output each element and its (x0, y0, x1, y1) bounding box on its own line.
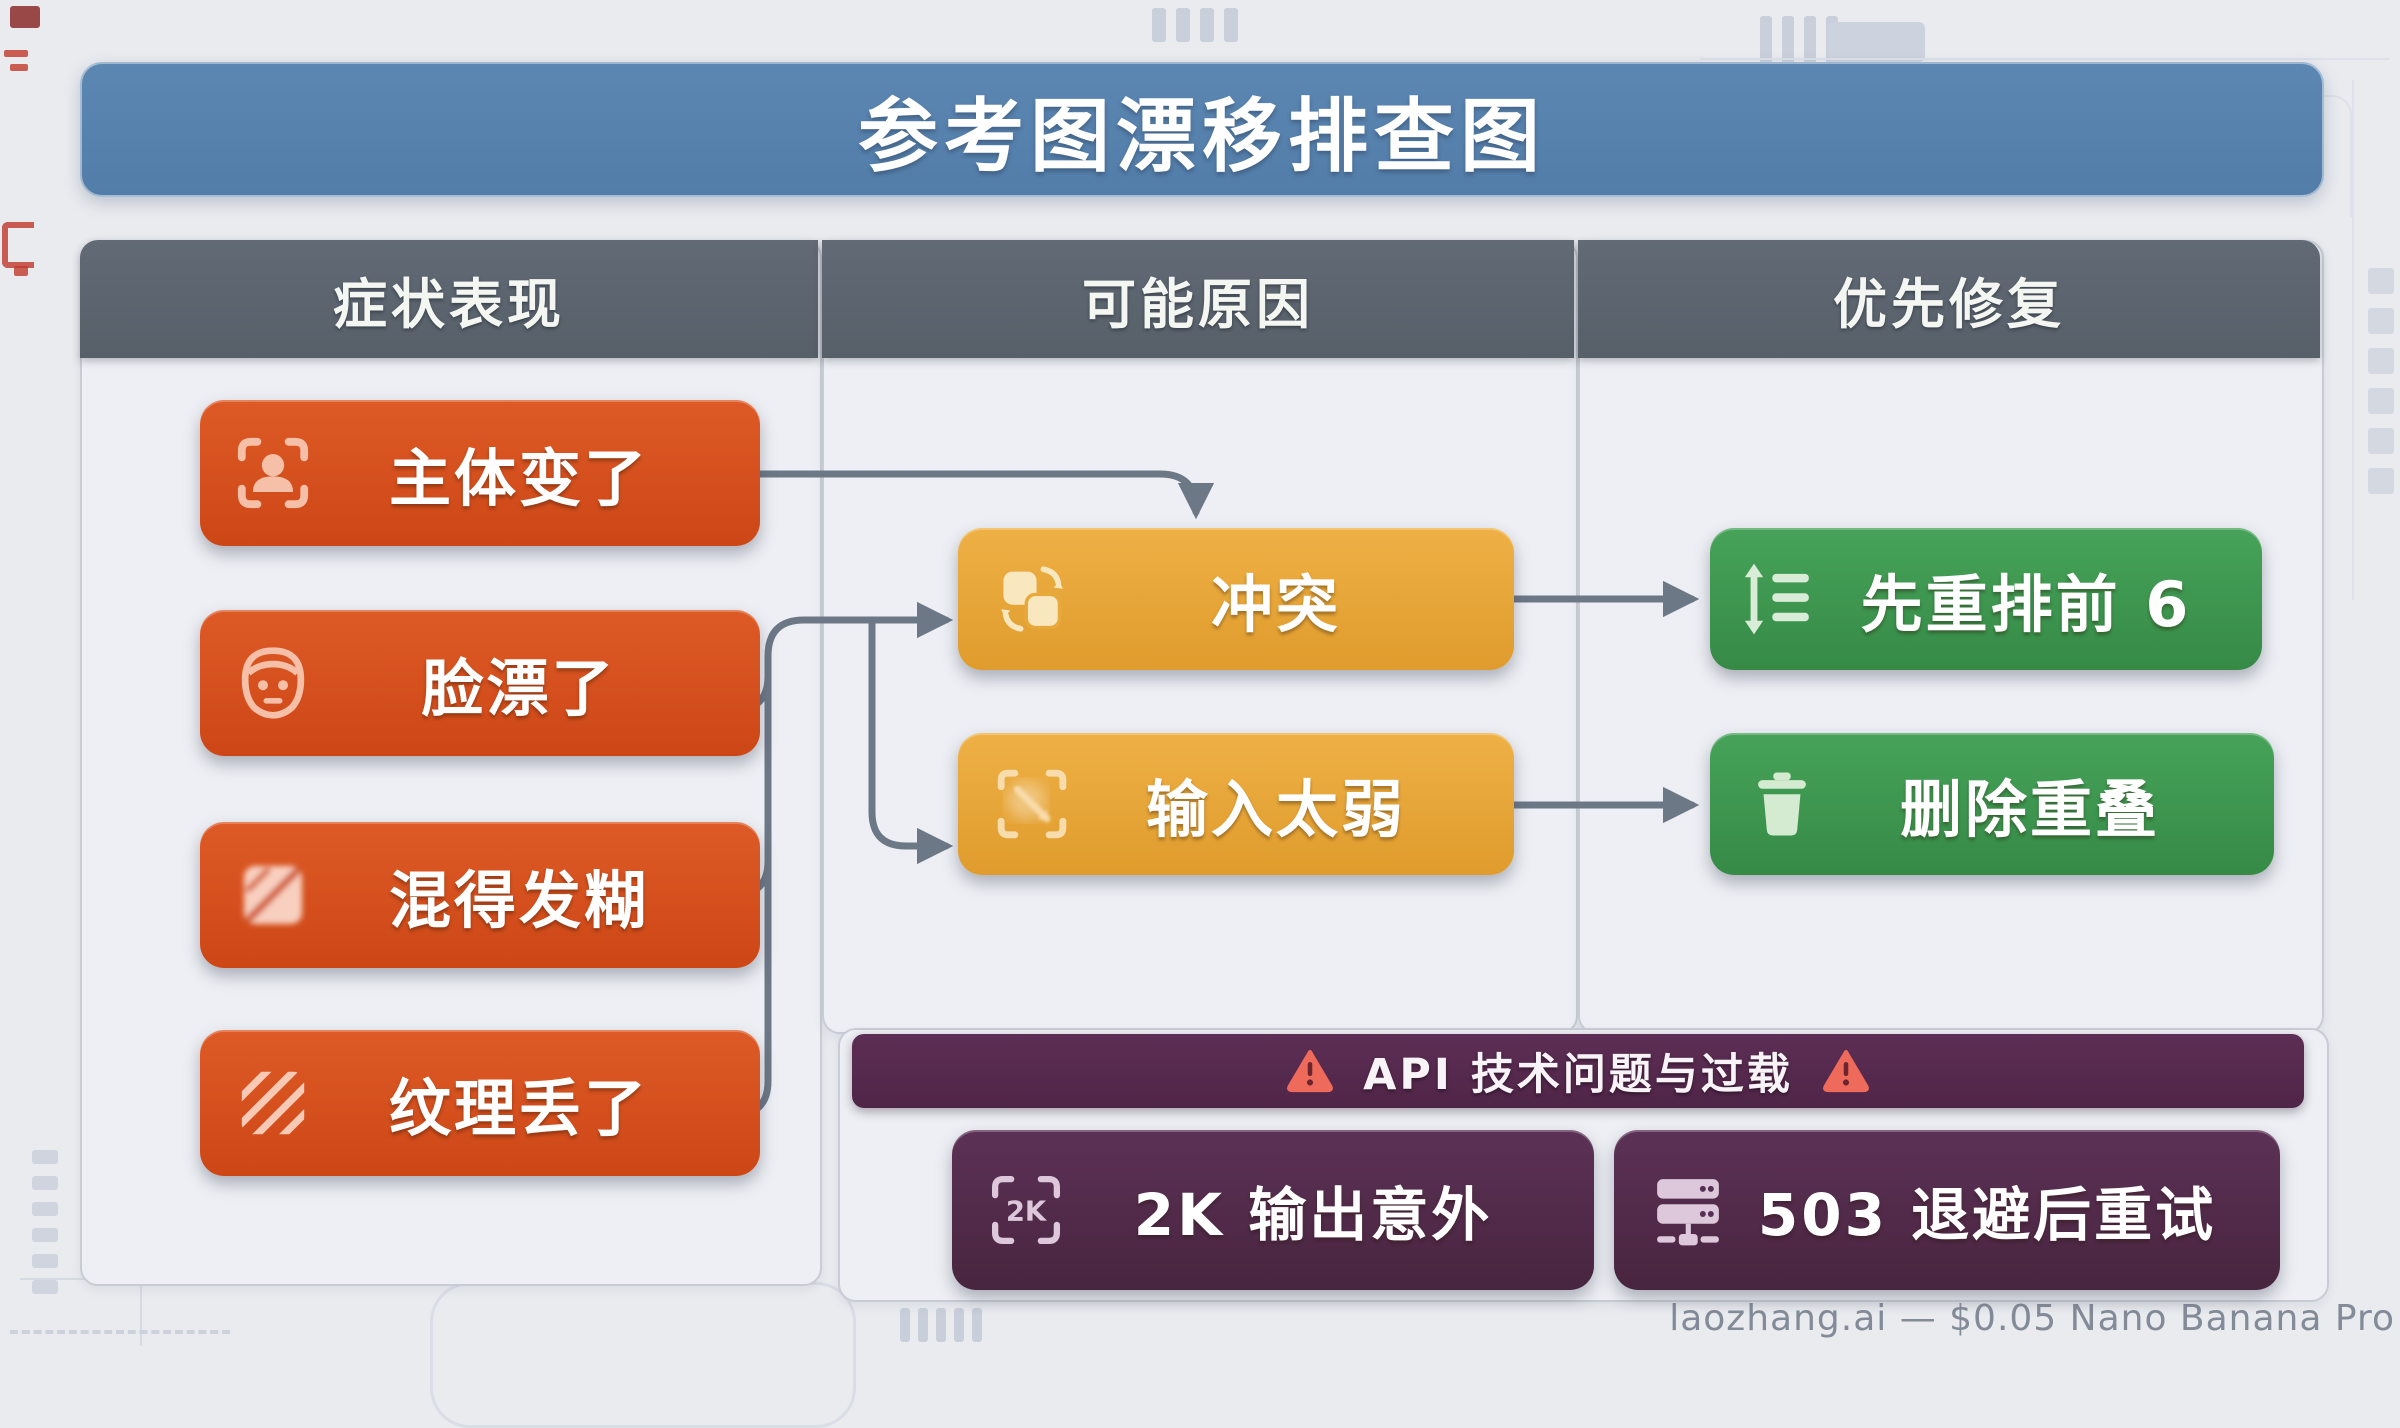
node-label: 脸漂了 (421, 652, 617, 725)
texture-stripes-icon (234, 1064, 312, 1142)
page-title-banner: 参考图漂移排查图 (80, 62, 2324, 197)
api-banner-label: API 技术问题与过载 (1363, 1050, 1793, 1100)
cause-node-conflict: 冲突 (958, 528, 1514, 670)
node-label: 纹理丢了 (388, 1072, 649, 1145)
reorder-icon (1738, 559, 1818, 639)
2k-frame-icon: 2K (986, 1170, 1066, 1250)
node-label: 2K 输出意外 (1133, 1181, 1493, 1249)
page-title: 参考图漂移排查图 (858, 89, 1546, 183)
server-icon (1648, 1170, 1728, 1250)
fix-node-delete-overlap: 删除重叠 (1710, 733, 2274, 875)
node-label: 先重排前 6 (1860, 568, 2192, 641)
svg-text:2K: 2K (1006, 1196, 1048, 1227)
symptom-node-blurry-blend: 混得发糊 (200, 822, 760, 968)
column-header-symptoms: 症状表现 (80, 240, 818, 358)
node-label: 冲突 (1210, 568, 1341, 641)
column-header-label: 可能原因 (1082, 272, 1314, 336)
blur-image-icon (234, 856, 312, 934)
low-res-icon (992, 764, 1072, 844)
node-label: 输入太弱 (1145, 773, 1406, 846)
column-header-label: 症状表现 (333, 272, 565, 336)
node-label: 删除重叠 (1899, 773, 2160, 846)
fix-node-reorder-top6: 先重排前 6 (1710, 528, 2262, 670)
trash-icon (1744, 766, 1820, 842)
column-header-label: 优先修复 (1833, 272, 2065, 336)
api-node-2k-output: 2K 2K 输出意外 (952, 1130, 1594, 1290)
symptom-node-texture-lost: 纹理丢了 (200, 1030, 760, 1176)
api-node-503-retry: 503 退避后重试 (1614, 1130, 2280, 1290)
column-header-fixes: 优先修复 (1578, 240, 2320, 358)
node-label: 503 退避后重试 (1757, 1181, 2217, 1249)
face-scan-icon (234, 434, 312, 512)
footer-credit: laozhang.ai — $0.05 Nano Banana Pro (1669, 1298, 2395, 1339)
node-label: 混得发糊 (388, 864, 649, 937)
face-icon (234, 644, 312, 722)
swap-icon (992, 559, 1072, 639)
cause-node-weak-input: 输入太弱 (958, 733, 1514, 875)
symptom-node-face-drift: 脸漂了 (200, 610, 760, 756)
warning-icon (1287, 1049, 1334, 1093)
node-label: 主体变了 (388, 442, 649, 515)
api-issues-banner: API 技术问题与过载 (852, 1034, 2304, 1108)
warning-icon (1822, 1049, 1869, 1093)
reference-drift-troubleshooting-diagram: 参考图漂移排查图 症状表现 可能原因 优先修复 (2, 6, 2395, 1428)
symptom-node-subject-changed: 主体变了 (200, 400, 760, 546)
column-header-causes: 可能原因 (822, 240, 1574, 358)
